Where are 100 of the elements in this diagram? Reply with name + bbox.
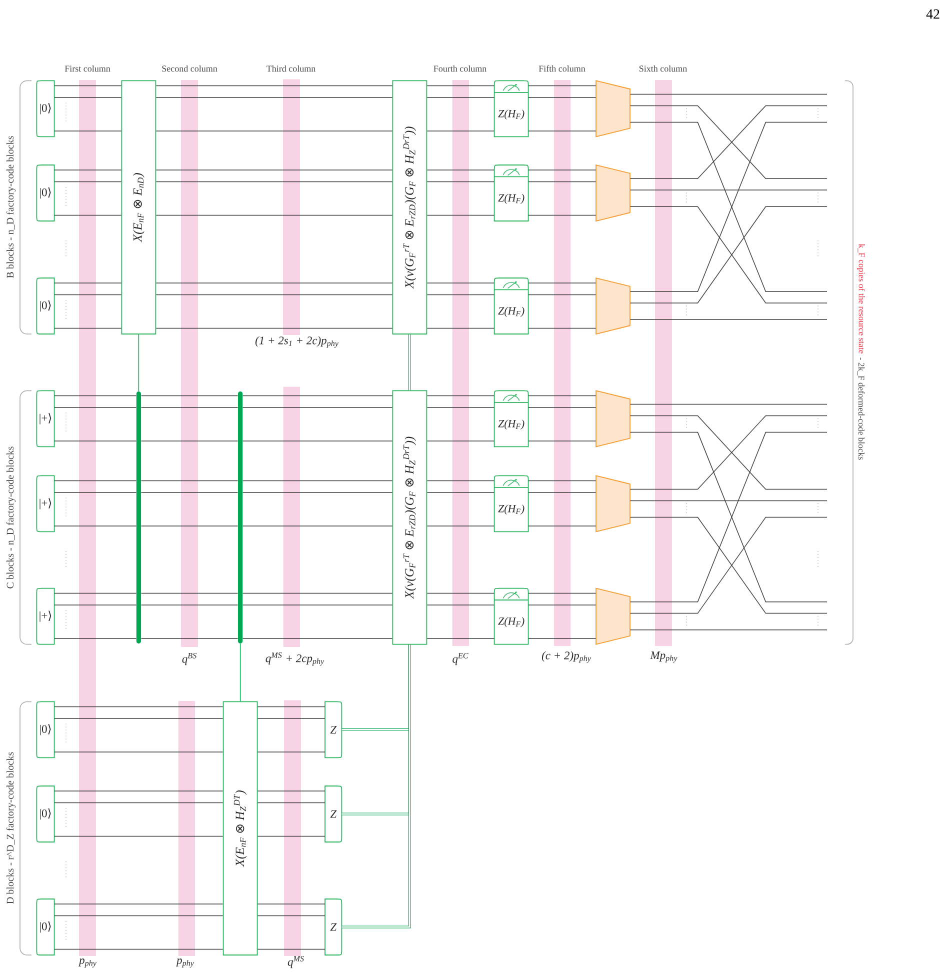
wire (140, 480, 238, 482)
state-box: |0⟩ (36, 898, 55, 956)
wire (528, 282, 596, 284)
wire (257, 915, 326, 916)
wire (156, 328, 393, 329)
wire (426, 480, 494, 482)
wire (140, 492, 238, 493)
connector-line (138, 334, 140, 392)
rate-label: (c + 2)p$_{phy}$ (542, 651, 591, 663)
wire (242, 492, 393, 493)
wire (54, 181, 122, 182)
column-header: Fifth column (538, 65, 586, 72)
state-box: |+⟩ (36, 588, 55, 645)
wire (630, 319, 828, 320)
wire (54, 214, 122, 216)
wire (54, 492, 137, 493)
wire (257, 836, 326, 837)
wire (528, 130, 596, 132)
wire (54, 440, 137, 442)
wire (242, 395, 393, 396)
wire (54, 915, 224, 916)
gate-box: X(E$_{nF}$ ⊗ E$_{nD}$) (121, 80, 156, 334)
wire (426, 638, 494, 639)
wire (140, 395, 238, 396)
wire (630, 404, 828, 405)
measurement-box: Z(H$_{F}$) (494, 475, 529, 532)
crossing-wires (630, 415, 828, 490)
rate-label: q$^{MS}$ + 2cp$_{phy}$ (266, 652, 324, 666)
state-box: |0⟩ (36, 701, 55, 758)
gate-box: X(E$_{nF}$ ⊗ H$_{Z}$$^{DT}$) (222, 701, 258, 956)
wire (156, 181, 393, 182)
wire (54, 790, 224, 792)
wire (426, 214, 494, 216)
wire (426, 130, 494, 132)
column-header: Sixth column (639, 65, 687, 72)
wire (426, 97, 494, 98)
wire (140, 604, 238, 606)
wire (140, 638, 238, 639)
wire (140, 592, 238, 594)
measurement-box: Z (324, 898, 342, 956)
wire (242, 604, 393, 606)
wire (54, 592, 137, 594)
thick-bar (238, 392, 243, 644)
rate-label: q$^{MS}$ (288, 956, 304, 968)
wire (140, 407, 238, 408)
wire (54, 282, 122, 284)
measurement-box: Z(H$_{F}$) (494, 80, 529, 138)
rate-label: q$^{EC}$ (452, 652, 468, 666)
wire (54, 85, 122, 86)
wire (630, 94, 828, 95)
crossing-wires (630, 105, 828, 179)
wire (257, 706, 326, 708)
wire (242, 440, 393, 442)
group-label: C blocks - n_D factory-code blocks (6, 446, 16, 588)
wire (426, 282, 494, 284)
wire (242, 480, 393, 482)
wire (242, 407, 393, 408)
wire (54, 718, 224, 719)
trapezoid (596, 390, 630, 448)
state-box: |0⟩ (36, 164, 55, 222)
wire (528, 638, 596, 639)
wire (242, 592, 393, 594)
column-header: First column (64, 65, 110, 72)
wire (528, 592, 596, 594)
wire (257, 790, 326, 792)
wire (630, 500, 828, 502)
wire (426, 492, 494, 493)
wire (257, 802, 326, 804)
rate-label: p$_{phy}$ (176, 958, 194, 968)
measurement-box: Z (324, 701, 342, 758)
wire (54, 130, 122, 132)
wire (426, 604, 494, 606)
side-label: k_F copies of the resource state (857, 244, 865, 354)
gate-box: X(v(G$_{F}$$^{rT}$ ⊗ E$_{rZD}$)(G$_{F}$ ⊗ H$_{Z}$$^{DrT}$)) (392, 390, 428, 645)
measurement-box: Z (324, 786, 342, 842)
crossing-wires (630, 432, 828, 602)
wire (54, 395, 137, 396)
trapezoid (596, 588, 630, 645)
rate-label: q$^{BS}$ (182, 652, 196, 666)
wire (528, 328, 596, 329)
wire (426, 440, 494, 442)
wire (156, 130, 393, 132)
state-box: |0⟩ (36, 80, 55, 138)
wire (528, 395, 596, 396)
wire (156, 294, 393, 296)
wire (156, 214, 393, 216)
wire (54, 604, 137, 606)
wire (426, 328, 494, 329)
wire (426, 592, 494, 594)
wire (257, 948, 326, 950)
wire (54, 294, 122, 296)
thick-bar (136, 392, 141, 644)
wire (54, 836, 224, 837)
wire (54, 407, 137, 408)
wire (528, 294, 596, 296)
wire (54, 97, 122, 98)
wire (528, 214, 596, 216)
wire (426, 181, 494, 182)
side-label: - 2k_F deformed-code blocks (857, 358, 865, 460)
wire (54, 802, 224, 804)
